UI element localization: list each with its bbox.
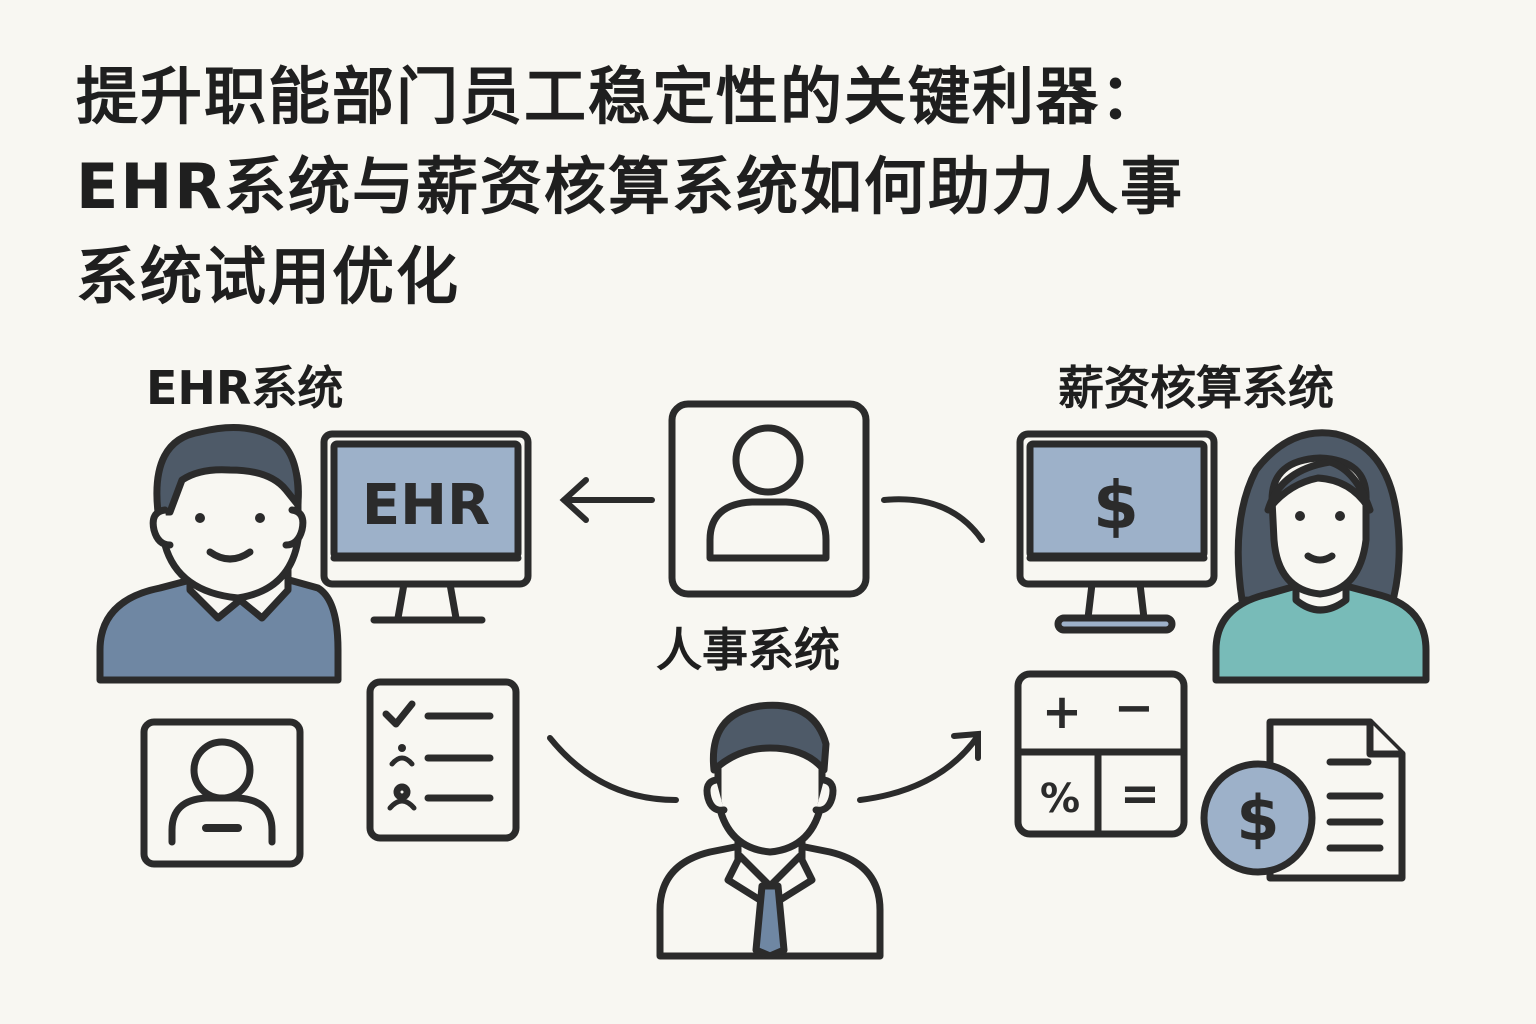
payroll-monitor-symbol: $	[1093, 467, 1139, 544]
hr-system-label: 人事系统	[656, 623, 840, 677]
title-line-1: 提升职能部门员工稳定性的关键利器：	[76, 60, 1165, 133]
page-title: 提升职能部门员工稳定性的关键利器： EHR系统与薪资核算系统如何助力人事 系统试…	[76, 52, 1496, 322]
ehr-monitor-icon	[320, 430, 532, 624]
calculator-key-minus: −	[1114, 680, 1154, 736]
connector-checklist-manager	[547, 735, 679, 803]
ehr-system-label: EHR系统	[146, 361, 344, 415]
dollar-coin-icon	[1200, 760, 1316, 876]
payroll-system-label: 薪资核算系统	[1058, 361, 1334, 415]
man-avatar-icon	[96, 424, 342, 684]
arrow-manager-calculator	[857, 730, 981, 803]
hr-profile-card-icon	[668, 400, 870, 598]
title-line-3: 系统试用优化	[76, 240, 461, 313]
calculator-key-percent: %	[1040, 776, 1080, 822]
connector-hr-payroll	[881, 496, 985, 543]
checklist-icon	[366, 678, 520, 842]
manager-avatar-icon	[656, 701, 884, 960]
user-badge-icon	[140, 718, 304, 868]
coin-dollar-symbol: $	[1236, 782, 1279, 855]
payroll-monitor-icon	[1016, 430, 1218, 634]
ehr-monitor-text: EHR	[362, 473, 490, 538]
calculator-key-equals: =	[1120, 766, 1160, 822]
woman-avatar-icon	[1212, 429, 1430, 684]
title-line-2: EHR系统与薪资核算系统如何助力人事	[76, 150, 1184, 223]
calculator-key-plus: +	[1042, 684, 1082, 740]
arrow-to-ehr	[559, 477, 655, 523]
calculator-icon	[1014, 670, 1188, 838]
